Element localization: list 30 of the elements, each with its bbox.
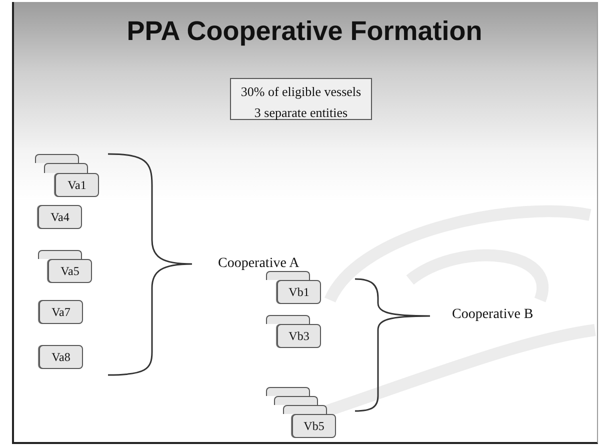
card-text: Va4 — [50, 210, 70, 224]
vessel-card — [48, 259, 92, 283]
card-text: Vb5 — [304, 418, 324, 434]
stacked-card-edge — [266, 387, 310, 396]
note-box — [230, 78, 372, 120]
vessel-card — [292, 414, 336, 438]
vessel-card — [39, 300, 83, 324]
vessel-card — [55, 173, 99, 197]
stacked-card-edge — [44, 163, 88, 173]
vessel-card — [277, 324, 321, 348]
vessel-card — [277, 280, 321, 304]
stacked-card-edge — [266, 271, 310, 280]
card-text: Va7 — [52, 304, 70, 320]
stacked-card-edge — [38, 250, 82, 259]
stacked-card-edge — [274, 396, 318, 405]
card-text: Va8 — [52, 350, 70, 364]
vessel-card — [39, 345, 83, 369]
group-label: Cooperative B — [452, 307, 534, 323]
stacked-card-edge — [283, 405, 327, 414]
group-label: Cooperative A — [218, 256, 300, 272]
stacked-card-edge — [35, 154, 79, 163]
card-text: 3 separate entities — [253, 105, 349, 121]
vessel-card — [38, 205, 82, 229]
stacked-card-edge — [266, 315, 310, 324]
card-text: Va1 — [68, 178, 86, 192]
card-text: Va5 — [60, 264, 80, 278]
card-text: 30% of eligible vessels — [240, 84, 362, 100]
card-text: Vb1 — [288, 284, 310, 300]
slide-title: PPA Cooperative Formation — [126, 16, 484, 47]
card-text: Vb3 — [288, 328, 310, 344]
